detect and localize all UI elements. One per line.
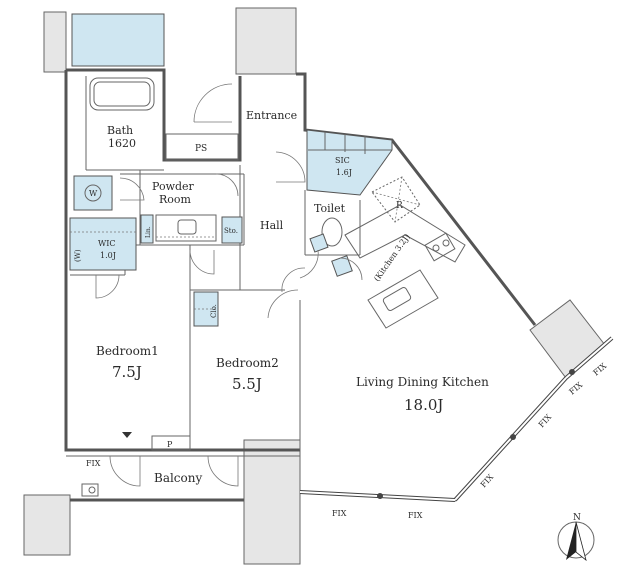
washer-label: W [89, 189, 98, 198]
sic-room [306, 129, 393, 196]
fix-label-bottom-1: FIX [332, 509, 347, 518]
storage-closet [221, 216, 243, 244]
sic-label: SIC [335, 156, 350, 165]
bedroom1-label: Bedroom1 [96, 344, 159, 358]
kitchen-label: (Kitchen 3.2J) [372, 232, 411, 283]
refrigerator-space [371, 176, 421, 223]
wic-label: WIC [98, 239, 116, 248]
vanity-counter [155, 214, 217, 242]
north-arrow-icon [566, 522, 576, 560]
kitchen-island [367, 269, 439, 329]
cooktop [424, 232, 456, 262]
column-top-left [43, 11, 67, 73]
powder-room-label-1: Powder [152, 180, 195, 193]
p-label: P [167, 440, 173, 449]
tr-room [71, 13, 165, 67]
clo-label: Clo. [210, 304, 218, 318]
bedroom1-size: 7.5J [112, 363, 142, 381]
entrance-label: Entrance [246, 109, 297, 122]
ps-label: PS [195, 144, 207, 154]
washer-space [73, 175, 113, 211]
north-compass: N [557, 513, 595, 562]
balcony-label: Balcony [154, 471, 202, 485]
kitchen-counter [344, 204, 466, 263]
fix-label-bottom-2: FIX [408, 511, 423, 520]
ldk-label: Living Dining Kitchen [356, 375, 489, 389]
down-arrow-icon [122, 432, 132, 438]
column-bottom-middle [243, 439, 301, 565]
toilet-bowl [321, 217, 343, 247]
fix-label-right-1: FIX [568, 380, 585, 396]
linen-closet [140, 214, 154, 244]
column-right [529, 299, 606, 379]
bathtub [89, 77, 155, 111]
drain-box [81, 483, 99, 497]
window-rails [299, 336, 614, 502]
ldk-size: 18.0J [404, 396, 443, 414]
toilet-label: Toilet [314, 202, 346, 215]
bedroom2-size: 5.5J [232, 375, 262, 393]
bath-label: Bath [107, 124, 133, 137]
lin-label: Lin. [145, 226, 152, 238]
powder-room-label-2: Room [159, 193, 192, 206]
fix-label-right-2: FIX [592, 361, 609, 377]
door-swings [95, 83, 363, 487]
hall-label: Hall [260, 219, 284, 232]
sto-label: Sto. [224, 227, 238, 235]
fix-label-diagonal-1: FIX [479, 472, 496, 489]
wic-room [69, 217, 137, 271]
wic-w-label: (W) [74, 249, 82, 262]
sic-size: 1.6J [336, 168, 352, 177]
wic-size: 1.0J [100, 251, 116, 260]
column-bottom-left [23, 494, 71, 556]
column-top-middle [235, 7, 297, 75]
fix-label-balcony: FIX [86, 459, 101, 468]
fridge-label: R [396, 201, 403, 211]
bath-size: 1620 [108, 137, 136, 150]
fix-label-diagonal-2: FIX [537, 412, 554, 429]
bedroom2-label: Bedroom2 [216, 356, 279, 370]
compass-north-label: N [573, 513, 581, 523]
